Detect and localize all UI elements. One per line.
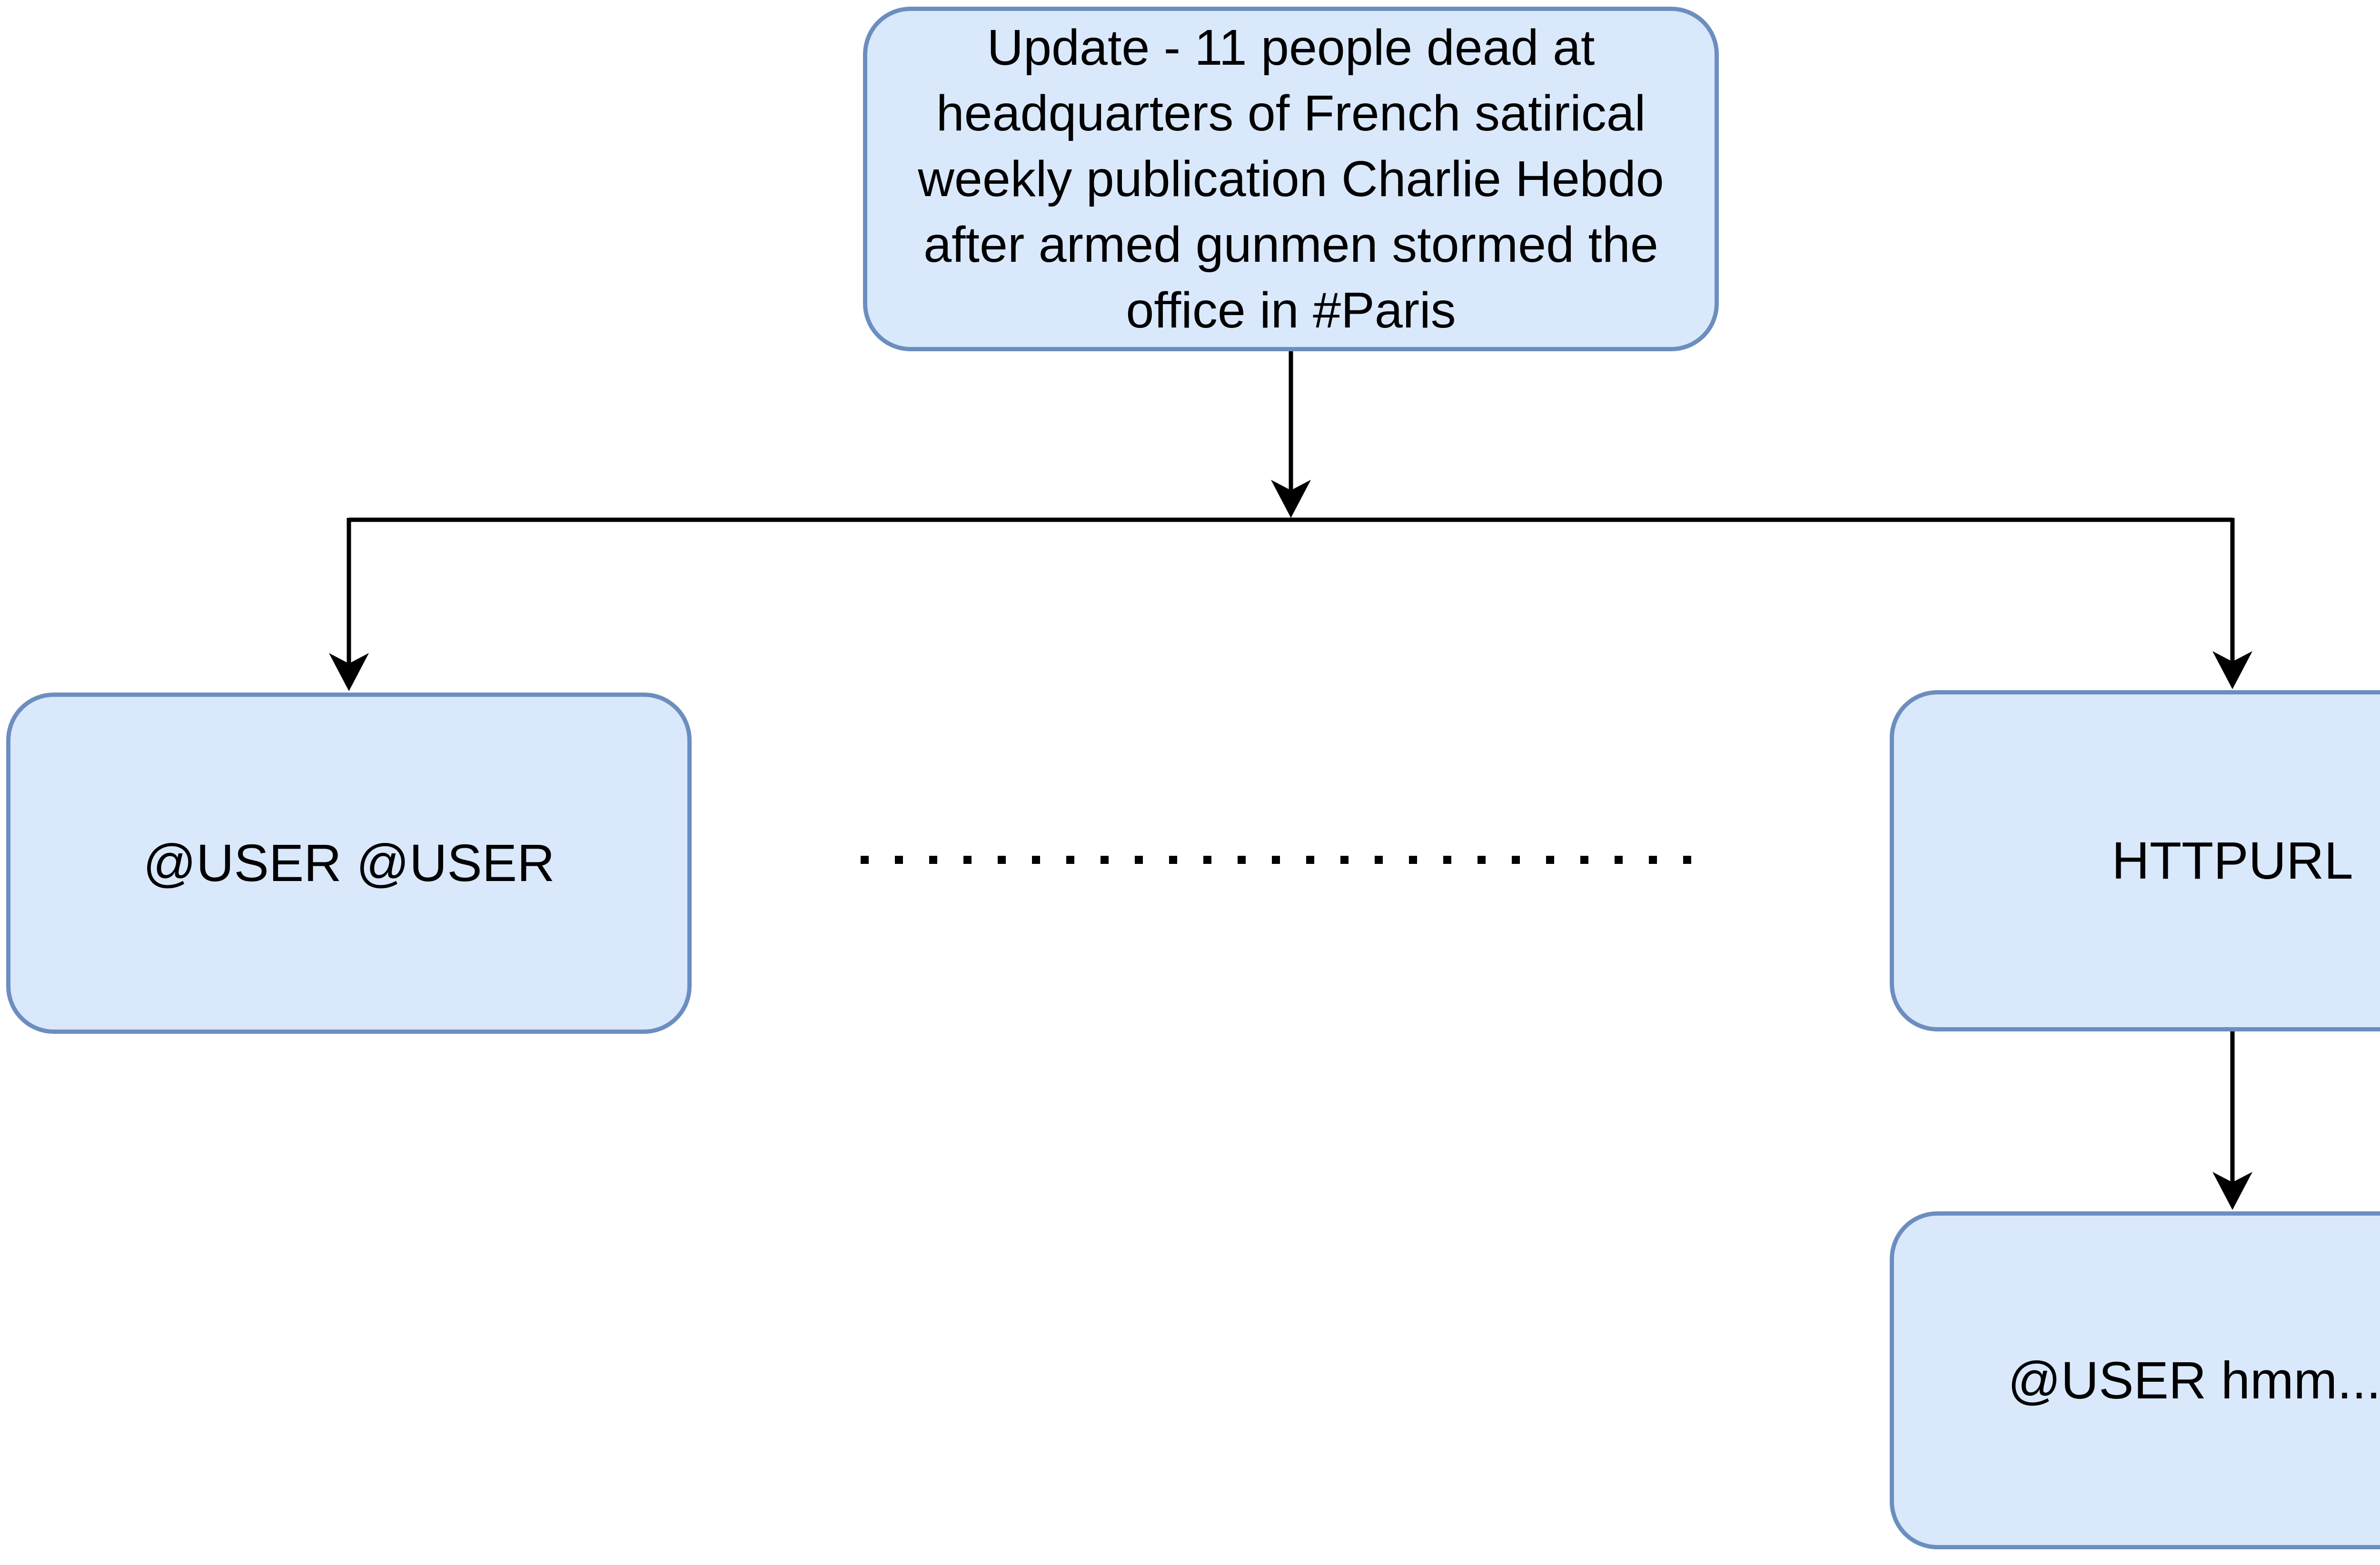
arrow-root-down-head bbox=[1271, 480, 1311, 518]
ellipsis-dot bbox=[1615, 856, 1623, 864]
ellipsis-dot bbox=[1580, 856, 1588, 864]
ellipsis-dot bbox=[1169, 856, 1177, 864]
ellipsis-dot bbox=[1512, 856, 1520, 864]
node-root-tweet: Update - 11 people dead at headquarters … bbox=[863, 7, 1719, 351]
node-left-reply: @USER @USER bbox=[6, 693, 692, 1034]
ellipsis-dot bbox=[1306, 856, 1314, 864]
arrow-right-child-head bbox=[2212, 651, 2252, 689]
ellipsis-dot bbox=[1066, 856, 1074, 864]
nested-reply-text: @USER hmm... bbox=[2008, 1351, 2380, 1410]
ellipsis-dots-separator bbox=[861, 856, 1691, 864]
ellipsis-dot bbox=[861, 856, 869, 864]
root-tweet-text: Update - 11 people dead at headquarters … bbox=[918, 20, 1664, 338]
ellipsis-dot bbox=[963, 856, 972, 864]
arrow-left-child-head bbox=[329, 653, 369, 691]
ellipsis-dot bbox=[895, 856, 903, 864]
ellipsis-dot bbox=[1546, 856, 1554, 864]
ellipsis-dot bbox=[1135, 856, 1143, 864]
ellipsis-dot bbox=[1238, 856, 1246, 864]
ellipsis-dot bbox=[1683, 856, 1691, 864]
ellipsis-dot bbox=[1409, 856, 1417, 864]
ellipsis-dot bbox=[1272, 856, 1280, 864]
ellipsis-dot bbox=[1340, 856, 1349, 864]
node-right-reply: HTTPURL bbox=[1890, 690, 2380, 1031]
left-reply-text: @USER @USER bbox=[143, 834, 555, 892]
ellipsis-dot bbox=[1203, 856, 1211, 864]
ellipsis-dot bbox=[1101, 856, 1109, 864]
ellipsis-dot bbox=[1478, 856, 1486, 864]
ellipsis-dot bbox=[929, 856, 937, 864]
node-nested-reply: @USER hmm... bbox=[1890, 1211, 2380, 1549]
right-reply-text: HTTPURL bbox=[2112, 832, 2353, 890]
ellipsis-dot bbox=[998, 856, 1006, 864]
arrow-reply-head bbox=[2212, 1172, 2252, 1210]
ellipsis-dot bbox=[1443, 856, 1451, 864]
ellipsis-dot bbox=[1649, 856, 1657, 864]
ellipsis-dot bbox=[1032, 856, 1040, 864]
nested-reply-content: @USER hmm... bbox=[2008, 1349, 2380, 1411]
ellipsis-dot bbox=[1375, 856, 1383, 864]
